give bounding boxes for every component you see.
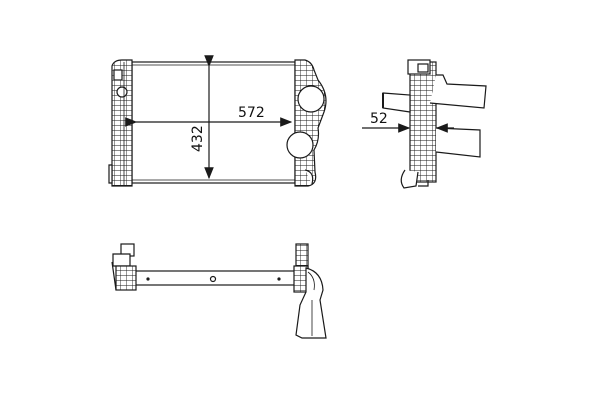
height-dimension-label: 432 — [190, 125, 206, 152]
top-right-tank — [293, 243, 327, 339]
upper-pipe — [429, 74, 487, 109]
side-core — [409, 61, 437, 183]
top-right-duct — [295, 267, 327, 339]
front-view — [108, 55, 327, 187]
right-tank — [286, 59, 327, 187]
depth-dimension-label: 52 — [370, 111, 388, 127]
inlet-port — [286, 131, 314, 159]
top-core — [134, 270, 301, 286]
side-view — [362, 59, 487, 189]
lower-pipe — [435, 127, 481, 158]
left-tank — [108, 59, 133, 187]
outlet-port — [297, 85, 325, 113]
top-left-tank — [111, 243, 137, 291]
width-dimension-label: 572 — [238, 105, 265, 121]
top-view — [111, 243, 327, 339]
